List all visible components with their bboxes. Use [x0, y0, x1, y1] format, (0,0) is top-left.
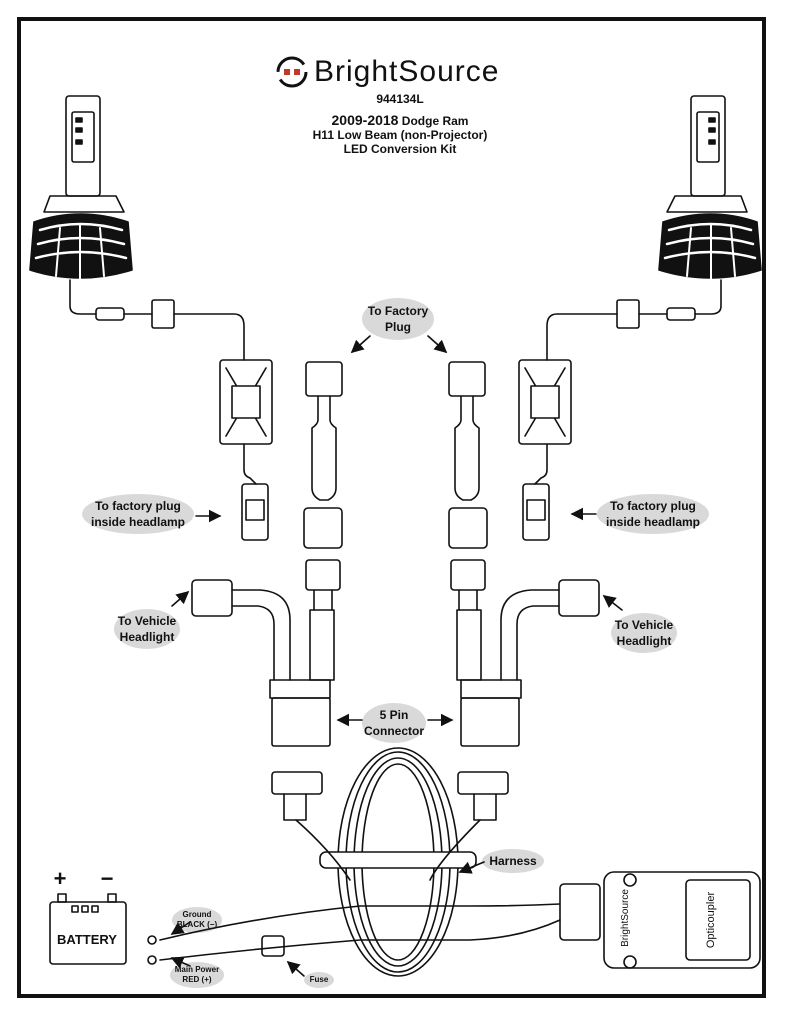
title-kit: LED Conversion Kit [343, 142, 457, 156]
battery-icon [49, 893, 157, 965]
diagram-border [17, 17, 766, 998]
harness-socket-left [271, 771, 323, 821]
led-bulb-left [29, 95, 245, 361]
logo-mark-icon [276, 56, 308, 88]
opticoupler-box [559, 871, 761, 969]
battery-plus-sign: + [53, 866, 67, 891]
decoder-right [518, 359, 572, 541]
harness-label: Harness [482, 849, 544, 873]
title-block: 2009-2018 Dodge Ram H11 Low Beam (non-Pr… [290, 113, 510, 156]
harness-socket-right [457, 771, 509, 821]
adapter-right [448, 361, 488, 681]
decoder-left [219, 359, 273, 541]
battery-minus-sign: − [100, 866, 114, 891]
title-model: Dodge Ram [398, 114, 469, 128]
battery-label: BATTERY [57, 932, 117, 947]
adapter-left [303, 361, 343, 681]
coiled-harness [159, 747, 561, 977]
fuse-label: Fuse [304, 972, 334, 988]
pointer-arrows [170, 335, 623, 977]
title-years: 2009-2018 [331, 112, 399, 128]
brand-logo: BrightSource [272, 52, 522, 92]
title-bulb: H11 Low Beam (non-Projector) [312, 128, 488, 142]
part-number: 944134L [376, 92, 424, 106]
led-bulb-right [546, 95, 762, 361]
headlight-plug-right [460, 579, 600, 747]
brand-name: BrightSource [314, 55, 500, 88]
headlight-plug-left [191, 579, 331, 747]
